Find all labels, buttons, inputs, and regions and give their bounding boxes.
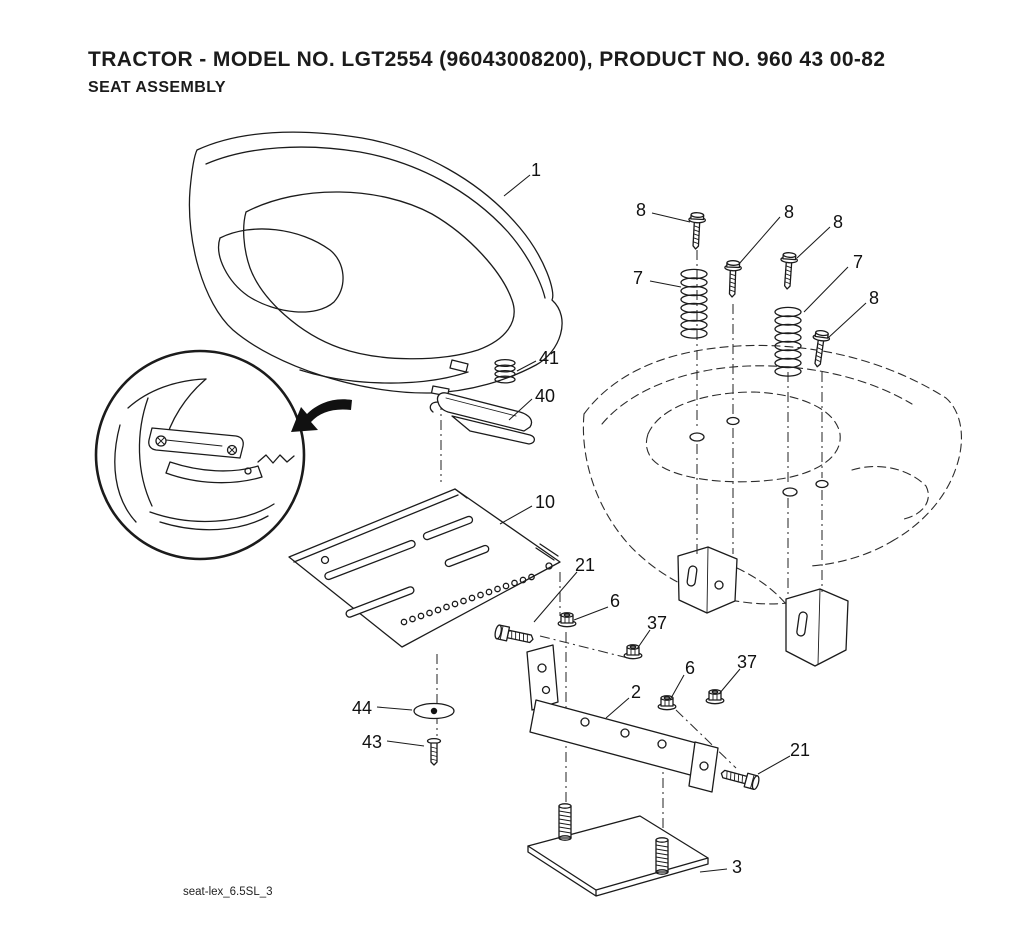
part-40-adjustment-handle	[429, 392, 536, 445]
drawing-reference-code: seat-lex_6.5SL_3	[183, 886, 273, 898]
plate-stud-left	[558, 803, 572, 841]
callout-part-1: 1	[531, 160, 541, 180]
part-8-screw-1	[686, 211, 707, 251]
callout-part-43: 43	[362, 732, 382, 752]
callout-part-40: 40	[535, 386, 555, 406]
part-1-seat	[188, 131, 563, 397]
part-44-washer	[413, 702, 455, 720]
part-7-spring-left	[680, 268, 708, 339]
callout-part-7a: 7	[633, 268, 643, 288]
part-3-stud-plate	[527, 803, 709, 897]
detail-arrow-icon	[291, 399, 352, 432]
callout-part-8c: 8	[833, 212, 843, 232]
part-37-nut-upper	[623, 644, 643, 660]
callout-labels: 1 8 8 8 7 7 8 41 40 10 21 6 37 6 37 2 44…	[352, 160, 879, 877]
callout-part-8b: 8	[784, 202, 794, 222]
callout-part-8a: 8	[636, 200, 646, 220]
callout-part-10: 10	[535, 492, 555, 512]
part-21-bolt-upper	[493, 623, 536, 647]
inset-spring	[257, 454, 295, 464]
page-title: TRACTOR - MODEL NO. LGT2554 (96043008200…	[88, 48, 886, 71]
fender-support-bracket-left	[677, 546, 738, 614]
fender-support-bracket-right	[785, 588, 849, 667]
callout-part-7b: 7	[853, 252, 863, 272]
callout-part-3: 3	[732, 857, 742, 877]
callout-part-37a: 37	[647, 613, 667, 633]
inset-latch-bar	[165, 461, 263, 484]
pan-adjustment-holes	[400, 573, 535, 626]
callout-part-44: 44	[352, 698, 372, 718]
callout-part-21a: 21	[575, 555, 595, 575]
seat-latch-tab	[449, 359, 469, 373]
part-2-pivot-bracket	[526, 644, 719, 793]
callout-part-2: 2	[631, 682, 641, 702]
plate-stud-right	[655, 837, 669, 875]
part-21-bolt-lower	[718, 765, 761, 791]
document-header: TRACTOR - MODEL NO. LGT2554 (96043008200…	[88, 48, 885, 97]
callout-part-6b: 6	[685, 658, 695, 678]
part-8-screw-2	[723, 259, 743, 298]
callout-part-8d: 8	[869, 288, 879, 308]
page-subtitle: SEAT ASSEMBLY	[88, 79, 226, 96]
part-8-screw-4	[808, 328, 832, 369]
part-43-screw	[426, 737, 442, 766]
callout-part-21b: 21	[790, 740, 810, 760]
callout-part-6a: 6	[610, 591, 620, 611]
callout-part-41: 41	[539, 348, 559, 368]
callout-leader-lines	[376, 174, 867, 873]
part-6-nut-lower	[657, 695, 677, 711]
part-7-spring-right	[774, 306, 802, 377]
callout-part-37b: 37	[737, 652, 757, 672]
part-8-screw-3	[778, 251, 799, 291]
fender-mount-holes	[689, 416, 829, 497]
part-10-seat-pan	[288, 488, 561, 648]
inset-circle	[94, 349, 306, 561]
fender-phantom-outline	[582, 344, 962, 667]
part-41-spring	[494, 358, 516, 384]
inset-detail-view	[94, 349, 306, 561]
part-6-nut-upper	[557, 612, 577, 628]
